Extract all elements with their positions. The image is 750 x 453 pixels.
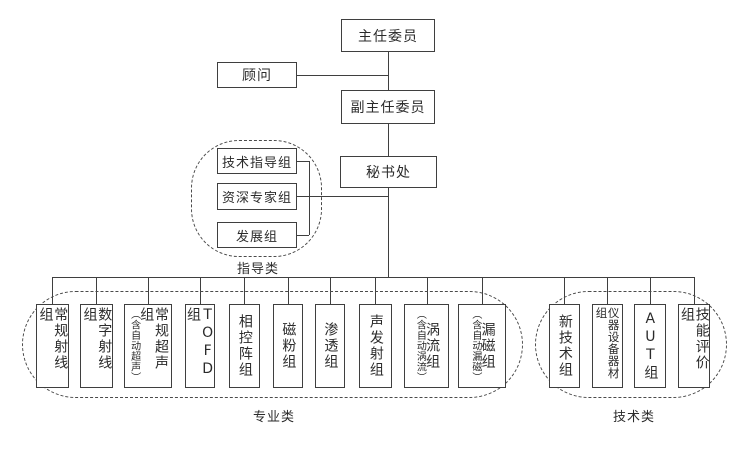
technical-group-boundary: [535, 291, 727, 398]
trunk-line-deputy-secretariat: [388, 124, 389, 156]
guidance-connector-line: [297, 196, 388, 197]
box-acoustic-emission: 声发射组: [359, 304, 392, 388]
aut-label: AUT组: [642, 311, 659, 381]
box-magnetic-particle: 磁粉组: [273, 304, 303, 388]
advisor-label: 顾问: [242, 68, 272, 84]
box-digital-rt: 数字射线组: [80, 304, 113, 388]
drop-line-5: [244, 277, 245, 304]
box-secretariat: 秘书处: [340, 156, 437, 188]
box-tofd: TOFD组: [185, 304, 216, 388]
box-deputy-director: 副主任委员: [341, 90, 435, 124]
eddy-current-note: （含自动涡流）: [414, 309, 426, 383]
tofd-label: TOFD组: [185, 307, 216, 379]
new-technology-label: 新技术组: [556, 314, 573, 378]
advisor-connector-line: [297, 75, 388, 76]
drop-line-10: [482, 277, 483, 304]
trunk-line-director-deputy: [388, 52, 389, 90]
box-penetrant: 渗透组: [315, 304, 345, 388]
drop-line-6: [288, 277, 289, 304]
drop-line-12: [607, 277, 608, 304]
drop-line-13: [650, 277, 651, 304]
drop-line-11: [564, 277, 565, 304]
drop-line-1: [52, 277, 53, 304]
trunk-line-secretariat-distribution: [388, 188, 389, 277]
director-label: 主任委员: [358, 28, 418, 45]
guidance-category-label: 指导类: [236, 262, 279, 277]
guidance-group-boundary: [191, 140, 322, 257]
box-director: 主任委员: [341, 19, 435, 52]
acoustic-emission-label: 声发射组: [367, 314, 384, 378]
box-new-technology: 新技术组: [549, 304, 580, 388]
box-tech-guidance-group: 技术指导组: [217, 148, 297, 174]
secretariat-label: 秘书处: [366, 165, 411, 181]
conventional-rt-label: 常规射线组: [37, 307, 69, 371]
senior-experts-label: 资深专家组: [221, 191, 292, 206]
drop-line-3: [148, 277, 149, 304]
development-label: 发展组: [235, 229, 278, 245]
skill-evaluation-label: 技能评价组: [679, 307, 710, 371]
conventional-ut-note: （含自动超声）: [128, 309, 140, 383]
box-conventional-ut: 常规超声组 （含自动超声）: [124, 304, 172, 388]
tech-guidance-label: 技术指导组: [221, 155, 292, 171]
guidance-vertical-line: [309, 161, 310, 235]
phased-array-label: 相控阵组: [236, 314, 253, 378]
equipment-materials-label: 仪器设备器材组: [594, 307, 621, 379]
eddy-current-label: 涡流组: [424, 322, 441, 370]
drop-line-2: [96, 277, 97, 304]
mfl-note: （含自动漏磁）: [469, 309, 481, 383]
box-skill-evaluation: 技能评价组: [678, 304, 710, 388]
distribution-line: [52, 277, 694, 278]
drop-line-7: [330, 277, 331, 304]
box-conventional-rt: 常规射线组: [36, 304, 69, 388]
conventional-ut-label: 常规超声组: [138, 307, 169, 371]
professional-group-boundary: [22, 291, 523, 398]
mfl-label: 漏磁组: [479, 322, 496, 370]
box-phased-array: 相控阵组: [229, 304, 260, 388]
drop-line-8: [375, 277, 376, 304]
digital-rt-label: 数字射线组: [81, 307, 113, 371]
box-equipment-materials: 仪器设备器材组: [592, 304, 623, 388]
deputy-director-label: 副主任委员: [350, 100, 426, 116]
penetrant-label: 渗透组: [322, 322, 339, 370]
box-eddy-current: 涡流组 （含自动涡流）: [404, 304, 449, 388]
magnetic-particle-label: 磁粉组: [280, 322, 297, 370]
drop-line-9: [427, 277, 428, 304]
technical-category-label: 技术类: [612, 410, 655, 425]
drop-line-4: [200, 277, 201, 304]
box-senior-experts-group: 资深专家组: [217, 183, 297, 210]
box-aut: AUT组: [634, 304, 666, 388]
box-advisor: 顾问: [217, 62, 297, 88]
box-development-group: 发展组: [217, 222, 297, 248]
professional-category-label: 专业类: [252, 410, 295, 425]
drop-line-14: [694, 277, 695, 304]
box-magnetic-flux-leakage: 漏磁组 （含自动漏磁）: [458, 304, 506, 388]
